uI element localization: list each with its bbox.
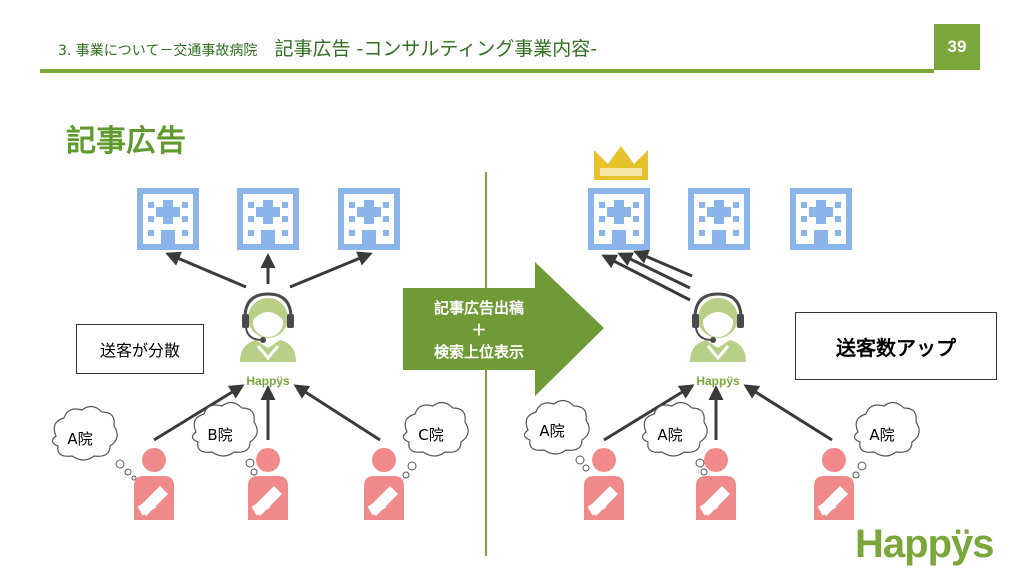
patient-icon [248, 448, 288, 520]
thought-dot [124, 468, 132, 476]
thought-dot [852, 471, 860, 479]
hospital-icon [790, 188, 852, 250]
note-box-dispersed: 送客が分散 [76, 324, 204, 374]
big-arrow [403, 262, 604, 396]
brand-logo: Happÿs [855, 522, 994, 566]
arrow [153, 384, 245, 442]
header-title: 記事広告 -コンサルティング事業内容- [274, 38, 598, 60]
bubble-label: A院 [657, 426, 683, 444]
patient-icon [584, 448, 624, 520]
thought-dot [695, 458, 705, 468]
patient-icon [364, 448, 404, 520]
thought-dot [250, 468, 258, 476]
bubble-label: A院 [67, 430, 93, 448]
arrow-label-line1: 記事広告出稿 [433, 299, 524, 317]
thought-dot [115, 459, 125, 469]
operator-icon [238, 292, 298, 364]
thought-dot [857, 461, 867, 471]
arrow [743, 384, 833, 442]
section-label: 3. 事業について－交通事故病院 [58, 43, 258, 59]
operator-logo: Happÿs [696, 374, 740, 388]
patient-icon [134, 448, 174, 520]
bubble-label: A院 [539, 422, 565, 440]
operator-icon [688, 292, 748, 364]
arrow [165, 251, 247, 289]
arrow [289, 251, 373, 289]
operator-logo: Happÿs [246, 374, 290, 388]
thought-dot [402, 471, 410, 479]
arrow [617, 252, 691, 290]
patient-icon [814, 448, 854, 520]
bubble-label: B院 [207, 426, 233, 444]
patient-icon [696, 448, 736, 520]
hospital-icon [688, 188, 750, 250]
hospital-icon [338, 188, 400, 250]
note-box-increase: 送客数アップ [795, 312, 997, 380]
slide-header: 3. 事業について－交通事故病院 記事広告 -コンサルティング事業内容- [40, 26, 980, 68]
page-number: 39 [934, 24, 980, 70]
arrow [633, 249, 693, 278]
thought-dot [700, 468, 708, 476]
arrow [293, 384, 381, 442]
arrow-label-plus: ＋ [471, 321, 487, 339]
thought-dot [131, 475, 137, 481]
thought-dot [407, 461, 417, 471]
thought-dot [575, 455, 585, 465]
hospital-icon [588, 188, 650, 250]
arrow [601, 254, 691, 302]
bubble-label: C院 [418, 426, 444, 444]
header-divider [40, 69, 934, 73]
hospital-icon [237, 188, 299, 250]
arrow [603, 384, 695, 442]
arrow-label-line3: 検索上位表示 [433, 343, 524, 361]
bubble-label: A院 [869, 426, 895, 444]
arrow-label: 記事広告出稿 ＋ 検索上位表示 [403, 297, 555, 363]
thought-dot [582, 464, 590, 472]
thought-dot [245, 458, 255, 468]
hospital-icon [137, 188, 199, 250]
slide-title: 記事広告 [66, 124, 186, 159]
